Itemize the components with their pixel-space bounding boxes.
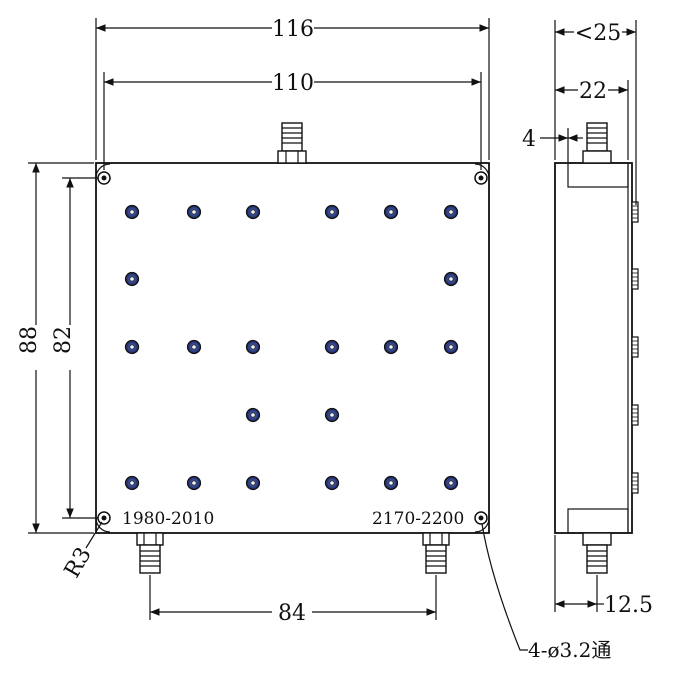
side-bottom-connector [582, 532, 612, 574]
side-screw-head [631, 472, 639, 494]
bottom-left-sma-connector [136, 532, 164, 574]
side-screw-head [631, 268, 639, 290]
tuning-screw [245, 407, 261, 423]
dim-25-label: <25 [575, 21, 621, 46]
tuning-screw [443, 475, 459, 491]
side-dimensions: <25 22 4 12.5 [522, 20, 653, 618]
tuning-screws [124, 204, 459, 491]
tuning-screw [186, 339, 202, 355]
r3-label: R3 [60, 543, 97, 582]
tuning-screw [443, 271, 459, 287]
dim-116-label: 116 [272, 17, 314, 42]
dim-110-label: 110 [272, 71, 314, 96]
tuning-screw [124, 475, 140, 491]
tuning-screw [245, 339, 261, 355]
tuning-screw [383, 475, 399, 491]
side-screw-heads [631, 201, 639, 494]
tuning-screw [124, 204, 140, 220]
dim-overall-width: 116 [95, 17, 490, 160]
dim-88-label: 88 [17, 326, 42, 354]
side-screw-head [631, 404, 639, 426]
dim-22-label: 22 [579, 79, 607, 104]
tuning-screw [383, 204, 399, 220]
hole-callout: 4-ø3.2通 [481, 523, 611, 662]
tuning-screw [245, 475, 261, 491]
dim-12-5-label: 12.5 [604, 593, 653, 618]
tuning-screw [124, 271, 140, 287]
dim-84-label: 84 [278, 601, 306, 626]
tuning-screw [443, 204, 459, 220]
tuning-screw [443, 339, 459, 355]
top-sma-connector [277, 122, 307, 164]
tuning-screw [124, 339, 140, 355]
side-top-connector [582, 122, 612, 164]
dim-depth-22: 22 [555, 79, 629, 160]
tuning-screw [186, 204, 202, 220]
port-left-label: 1980-2010 [122, 509, 214, 529]
side-view [554, 122, 639, 574]
front-body [95, 162, 490, 534]
mounting-holes [95, 163, 490, 533]
dim-connector-offset: 4 [522, 127, 583, 162]
mounting-hole [474, 163, 490, 185]
tuning-screw [324, 339, 340, 355]
dim-overall-depth: <25 [554, 20, 637, 205]
hole-note-label: 4-ø3.2通 [528, 638, 611, 662]
dim-82-label: 82 [51, 326, 76, 354]
tuning-screw [383, 339, 399, 355]
mounting-hole [474, 511, 490, 533]
dim-overall-height: 88 [17, 162, 94, 534]
tuning-screw [324, 407, 340, 423]
dim-4-label: 4 [522, 127, 536, 152]
front-view: 1980-2010 2170-2200 [95, 122, 490, 574]
tuning-screw [324, 204, 340, 220]
tuning-screw [186, 475, 202, 491]
side-screw-head [631, 201, 639, 223]
side-screw-head [631, 336, 639, 358]
dim-hole-spacing-height: 82 [51, 177, 98, 519]
dim-hole-spacing-width: 110 [103, 71, 482, 170]
port-right-label: 2170-2200 [372, 509, 464, 529]
bottom-right-sma-connector [422, 532, 450, 574]
dim-connector-spacing: 84 [149, 575, 437, 626]
side-body [554, 162, 633, 534]
dim-base-12-5: 12.5 [554, 535, 653, 618]
tuning-screw [324, 475, 340, 491]
tuning-screw [245, 204, 261, 220]
